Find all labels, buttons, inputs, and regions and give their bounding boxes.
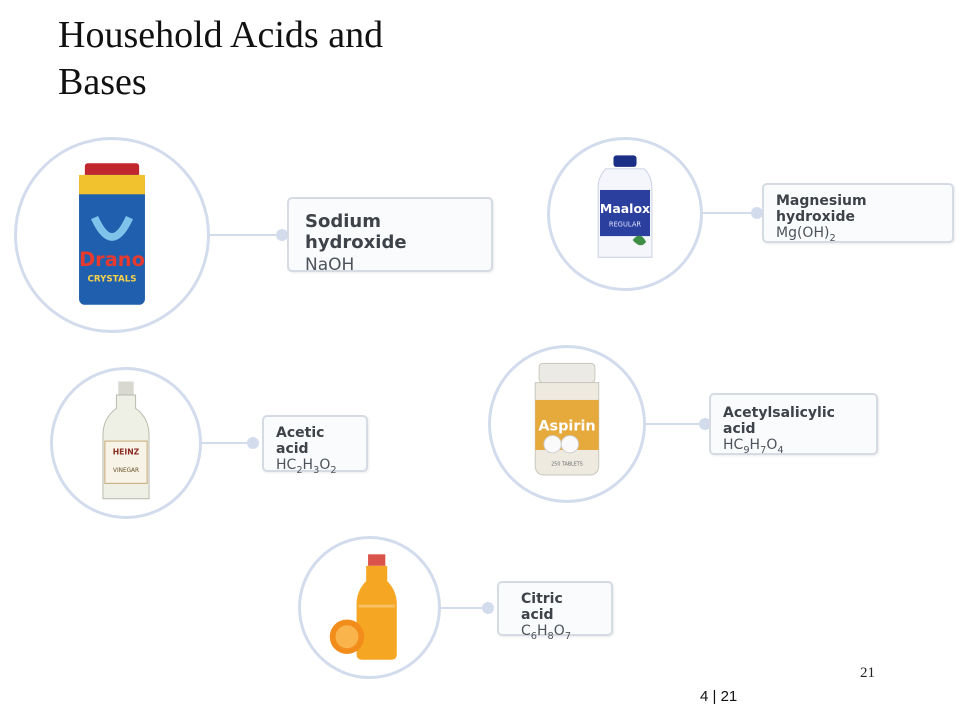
acetic-acid-label: Acetic acid HC2H3O2 (262, 415, 368, 476)
drano-crystals-text: CRYSTALS (87, 275, 136, 285)
slide-number: 21 (860, 665, 875, 681)
compound-formula: HC2H3O2 (276, 457, 337, 476)
vinegar-image: HEINZ VINEGAR (50, 367, 202, 519)
connector-dot (276, 229, 288, 241)
acetylsalicylic-acid-label: Acetylsalicylic acid HC9H7O4 (709, 393, 878, 456)
compound-name: Acetylsalicylic acid (723, 405, 835, 437)
connector-line (646, 423, 704, 425)
maalox-image: Maalox REGULAR (547, 137, 703, 291)
connector-line (441, 607, 487, 609)
sodium-hydroxide-label: Sodium hydroxide NaOH (287, 197, 493, 275)
compound-name: Acetic acid (276, 425, 325, 457)
connector-line (202, 442, 252, 444)
vinegar-text: VINEGAR (113, 468, 139, 474)
compound-formula: NaOH (305, 255, 355, 275)
aspirin-image: Aspirin 250 TABLETS (488, 345, 646, 503)
citric-acid-label: Citric acid C6H8O7 (497, 581, 613, 642)
heinz-text: HEINZ (113, 448, 140, 457)
connector-dot (482, 602, 494, 614)
drano-image: Drano CRYSTALS (14, 137, 210, 333)
page-indicator: 4 | 21 (700, 688, 738, 705)
connector-line (210, 234, 282, 236)
connector-line (703, 212, 757, 214)
aspirin-logo-text: Aspirin (538, 419, 595, 435)
connector-dot (247, 437, 259, 449)
slide-title: Household Acids and Bases (58, 14, 384, 103)
maalox-logo-text: Maalox (600, 201, 650, 216)
compound-formula: C6H8O7 (521, 623, 572, 642)
compound-formula: HC9H7O4 (723, 437, 784, 456)
compound-name: Magnesium hydroxide (776, 193, 867, 225)
orange-juice-image (298, 536, 441, 679)
compound-formula: Mg(OH)2 (776, 225, 836, 244)
maalox-regular-text: REGULAR (609, 220, 642, 228)
aspirin-count-text: 250 TABLETS (551, 461, 583, 467)
connector-dot (751, 207, 763, 219)
drano-logo-text: Drano (79, 248, 145, 271)
compound-name: Citric acid (521, 591, 563, 623)
compound-name: Sodium hydroxide (305, 211, 407, 253)
magnesium-hydroxide-label: Magnesium hydroxide Mg(OH)2 (762, 183, 954, 244)
connector-dot (699, 418, 711, 430)
